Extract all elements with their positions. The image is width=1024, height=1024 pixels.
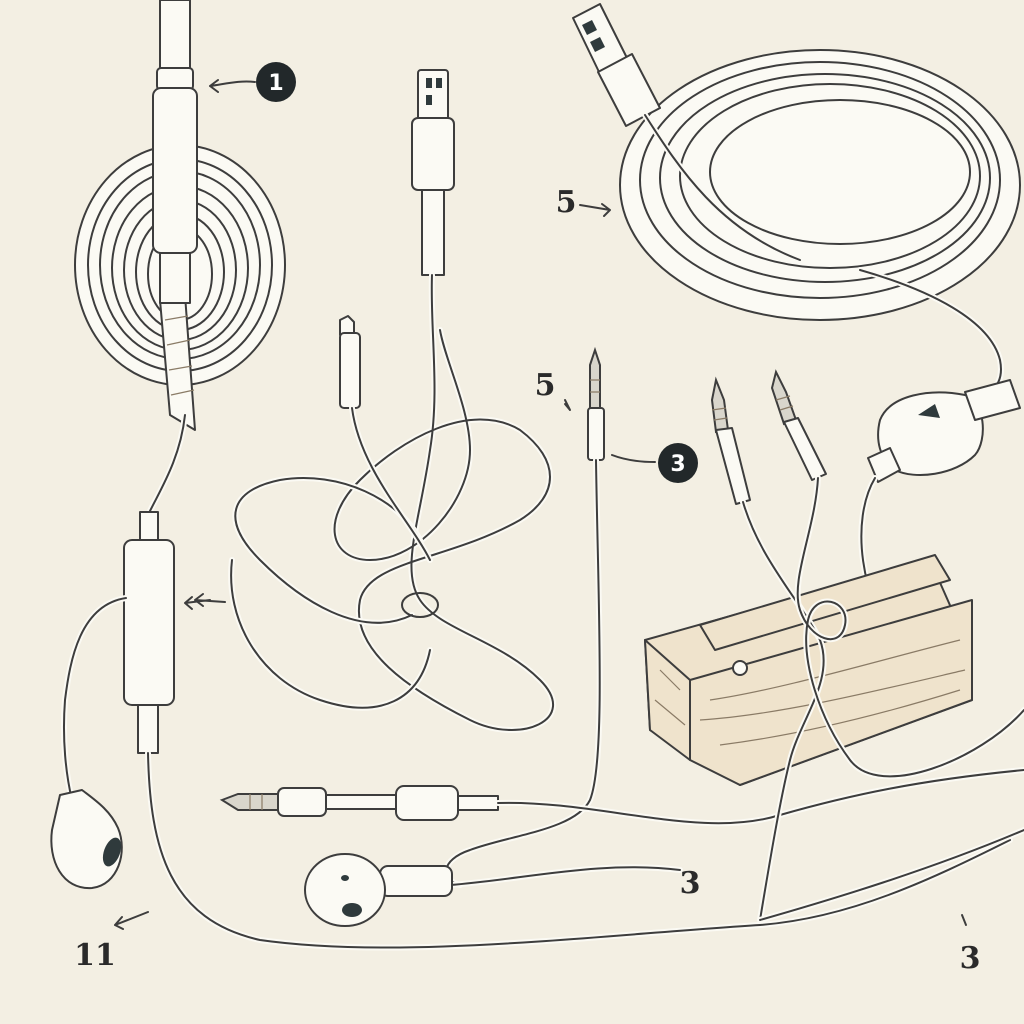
earbud-left — [50, 789, 123, 890]
inline-remote-mid — [123, 511, 175, 754]
badge-1-label: 1 — [268, 71, 283, 96]
audio-plug-knot — [339, 315, 433, 563]
usb-connector — [411, 69, 455, 276]
inline-remote-top — [152, 87, 198, 254]
badge-1: 1 — [256, 62, 296, 102]
inline-remote-right — [858, 379, 1021, 653]
label-5-top: 5 — [556, 185, 577, 220]
badge-3-label: 3 — [670, 452, 685, 477]
tangled-knot — [194, 272, 557, 733]
label-5-middle: 5 — [535, 368, 556, 403]
coiled-cable-right — [619, 49, 1021, 321]
horizontal-audio-cable — [219, 767, 1024, 827]
twin-audio-plugs — [710, 369, 1024, 923]
usb-a-connector — [572, 3, 803, 263]
label-3-bottom-right: 3 — [960, 941, 981, 976]
badge-3: 3 — [658, 443, 698, 483]
annotation-arrows — [114, 79, 967, 930]
label-3-bottom-middle: 3 — [680, 866, 701, 901]
label-11-bottom-left: 11 — [74, 938, 116, 973]
top-cable-vertical — [152, 0, 198, 304]
earbud-bottom — [304, 853, 683, 927]
